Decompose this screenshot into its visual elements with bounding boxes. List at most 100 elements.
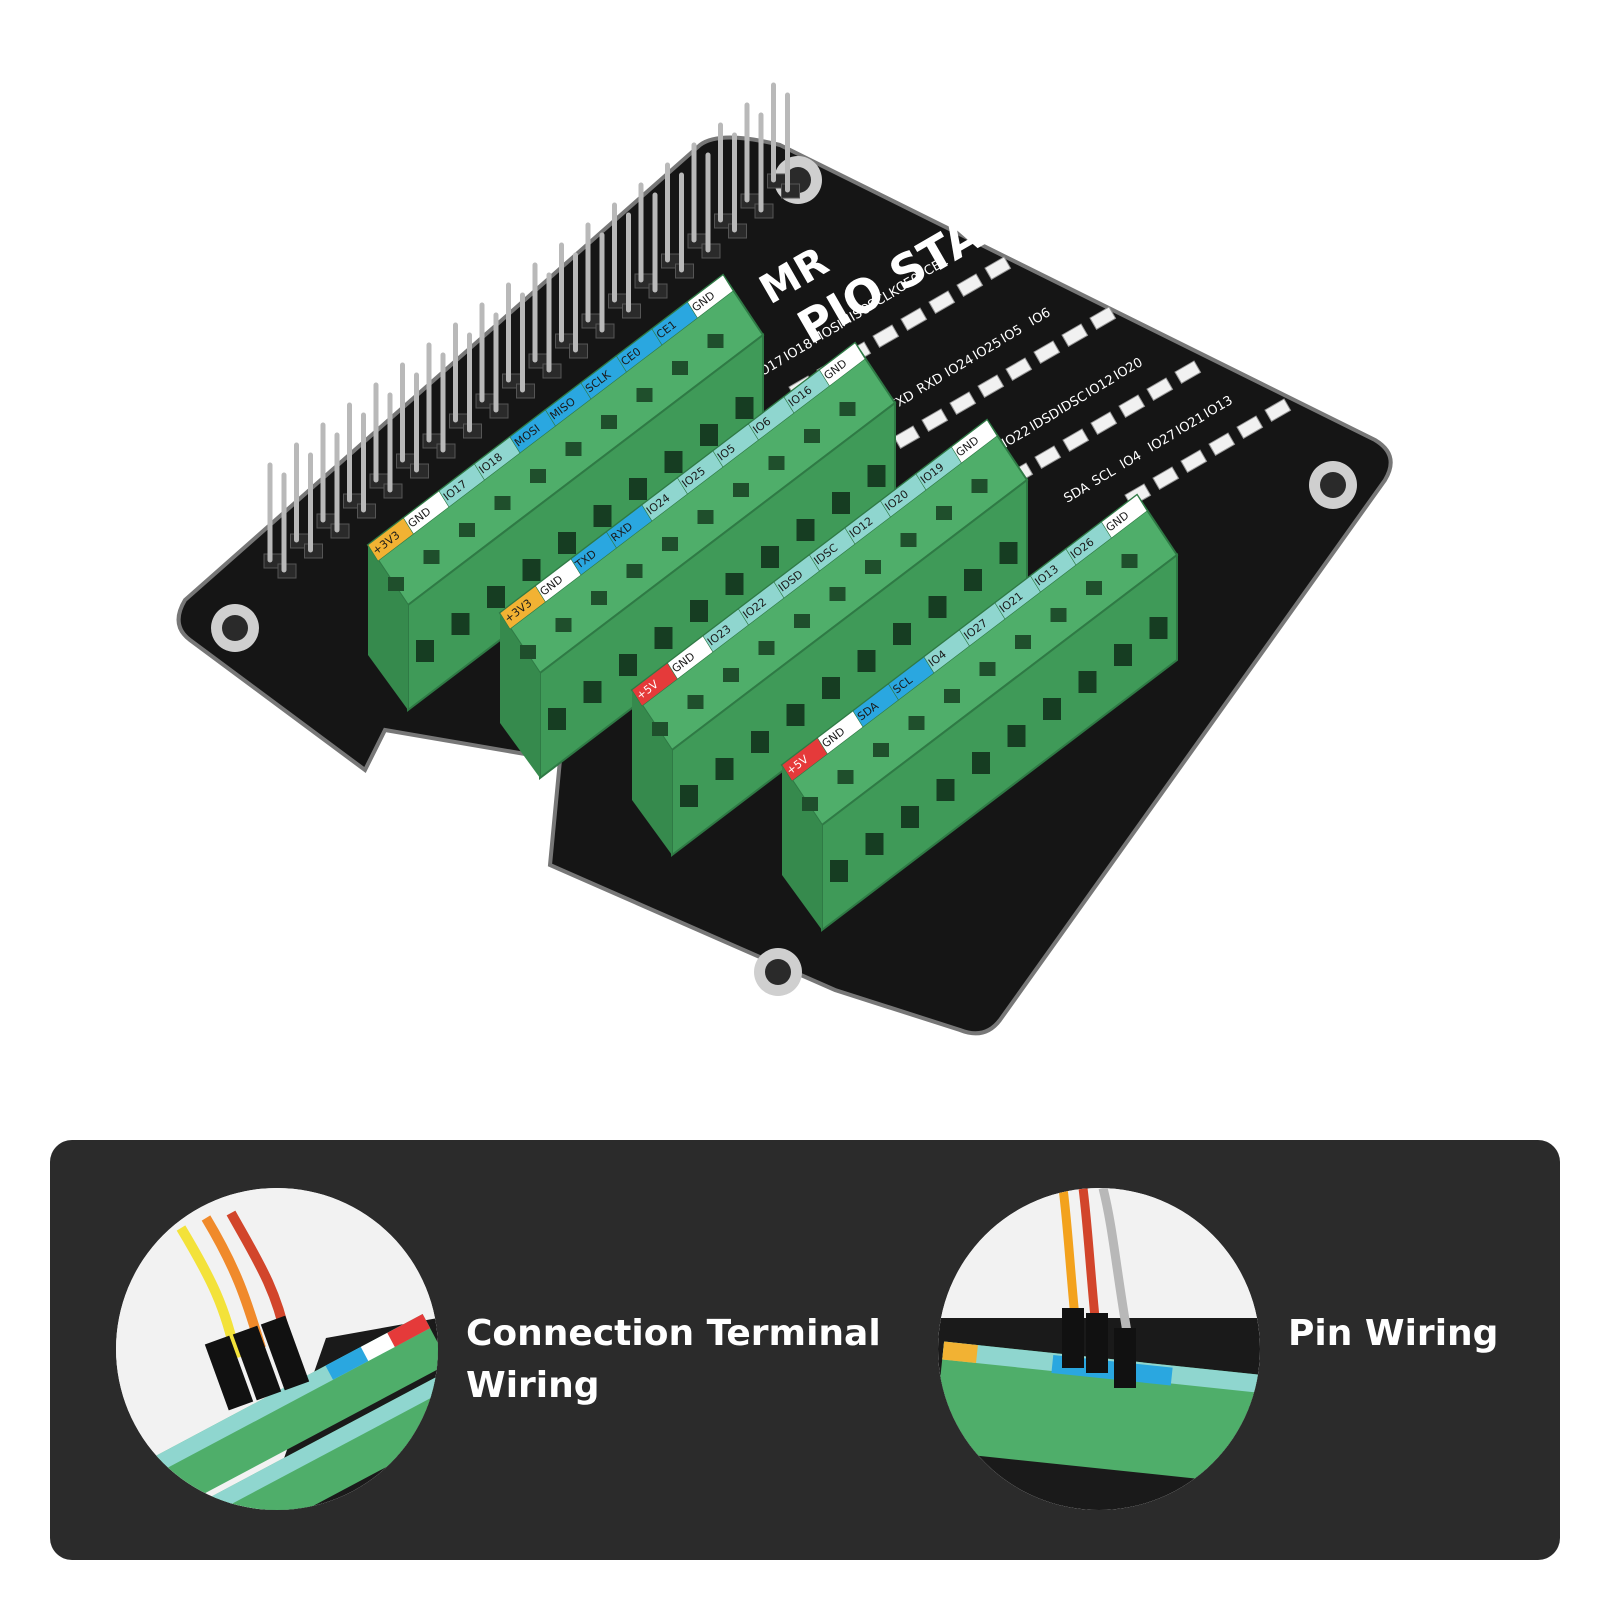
terminal-side — [368, 545, 408, 710]
wire-entry — [1149, 617, 1168, 639]
status-led — [1062, 428, 1090, 452]
wire-entry — [487, 586, 505, 608]
screw-slot — [873, 743, 889, 757]
wire-entry — [451, 613, 470, 635]
wire-entry — [725, 573, 744, 595]
screw-slot — [652, 722, 668, 736]
screw-slot — [900, 533, 917, 547]
screw-slot — [672, 361, 688, 375]
wire-entry — [786, 704, 805, 726]
wire-entry — [832, 492, 850, 514]
wire-entry — [857, 650, 876, 672]
screw-slot — [520, 645, 536, 659]
header-pin-base — [754, 203, 774, 219]
header-pin-base — [304, 543, 323, 559]
status-led — [1152, 466, 1180, 490]
pin-label-bg — [819, 342, 866, 387]
status-led — [1236, 415, 1264, 439]
wire-entry — [700, 424, 718, 446]
wire-entry — [999, 542, 1018, 564]
status-led — [872, 324, 900, 348]
wire-entry — [928, 596, 947, 618]
status-led — [921, 408, 949, 432]
pin-label-bg — [687, 274, 734, 319]
screw-slot — [687, 695, 704, 709]
wire-entry — [964, 569, 982, 591]
screw-slot — [591, 591, 607, 605]
screw-slot — [494, 496, 511, 510]
header-pin-base — [675, 263, 694, 279]
status-led — [984, 256, 1012, 280]
status-led — [1264, 398, 1292, 422]
header-pin-base — [701, 243, 721, 259]
screw-slot — [944, 689, 960, 703]
terminal-wiring-photo — [116, 1188, 438, 1510]
terminal-side — [782, 765, 822, 930]
header-pin-base — [436, 443, 456, 459]
screw-slot — [723, 668, 739, 682]
wire-entry — [751, 731, 769, 753]
wire-entry — [1114, 644, 1132, 666]
wire-entry — [796, 519, 815, 541]
screw-slot — [768, 456, 785, 470]
wire-entry — [593, 505, 612, 527]
status-led — [1089, 306, 1117, 330]
screw-slot — [979, 662, 996, 676]
header-pin-base — [781, 183, 800, 199]
wire-entry — [972, 752, 990, 774]
screw-slot — [804, 429, 820, 443]
screw-slot — [758, 641, 775, 655]
screw-slot — [802, 797, 818, 811]
status-led — [1208, 432, 1236, 456]
header-pin-base — [357, 503, 376, 519]
wire-entry — [629, 478, 647, 500]
pin-label-bg — [1101, 494, 1148, 539]
wire-entry — [715, 758, 734, 780]
wire-entry — [830, 860, 848, 882]
wire-entry — [1043, 698, 1061, 720]
wiring-info-panel: Connection Terminal Wiring Pin Wiring — [50, 1140, 1560, 1560]
screw-slot — [636, 388, 653, 402]
screw-slot — [829, 587, 846, 601]
status-led — [1061, 323, 1089, 347]
status-led — [893, 425, 921, 449]
status-led — [1180, 449, 1208, 473]
header-pin-base — [728, 223, 747, 239]
wire-entry — [664, 451, 683, 473]
wire-entry — [619, 654, 637, 676]
screw-slot — [936, 506, 952, 520]
caption-pin-wiring: Pin Wiring — [1288, 1313, 1499, 1354]
status-led — [1090, 411, 1118, 435]
wire-entry — [583, 681, 602, 703]
screw-slot — [662, 537, 678, 551]
wire-entry — [761, 546, 779, 568]
terminal-side — [632, 690, 672, 855]
terminal-blocks: +3V3GNDIO17IO18MOSIMISOSCLKCE0CE1GND+3V3… — [366, 273, 1179, 933]
screw-slot — [565, 442, 582, 456]
screw-slot — [626, 564, 643, 578]
screw-slot — [865, 560, 881, 574]
screw-slot — [1086, 581, 1102, 595]
wire-entry — [893, 623, 911, 645]
status-led — [1118, 394, 1146, 418]
wire-entry — [867, 465, 886, 487]
wire-entry — [936, 779, 955, 801]
caption-connection-terminal-wiring: Connection Terminal Wiring — [466, 1313, 881, 1406]
wire-entry — [1007, 725, 1026, 747]
status-led — [900, 307, 928, 331]
header-pin-base — [542, 363, 562, 379]
screw-slot — [908, 716, 925, 730]
screw-slot — [1121, 554, 1138, 568]
status-led — [1005, 357, 1033, 381]
header-pin-base — [569, 343, 588, 359]
status-led — [977, 374, 1005, 398]
status-led — [1146, 377, 1174, 401]
wire-entry — [735, 397, 754, 419]
wire-entry — [865, 833, 884, 855]
screw-slot — [423, 550, 440, 564]
screw-slot — [733, 483, 749, 497]
